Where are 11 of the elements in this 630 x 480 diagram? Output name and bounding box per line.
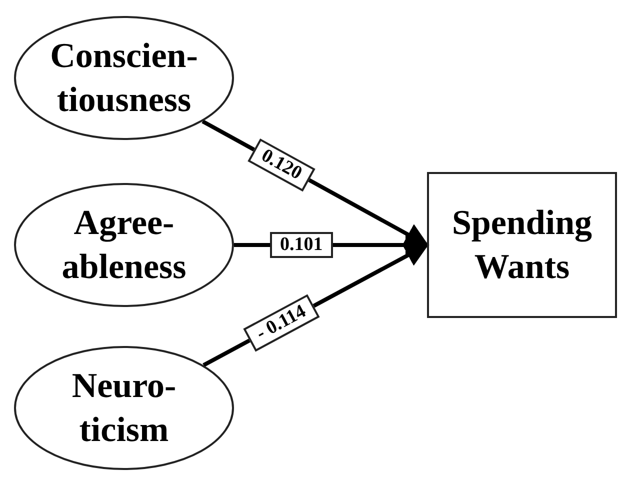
edge-label: 0.101 xyxy=(270,232,333,258)
edge-label: 0.120 xyxy=(247,138,315,192)
construct-ellipse xyxy=(14,183,234,307)
node-label: Neuro- ticism xyxy=(70,365,178,451)
edge-label: - 0.114 xyxy=(243,294,320,352)
node-label: Conscien- tiousness xyxy=(49,35,199,121)
outcome-box xyxy=(427,172,617,318)
node-label: Spending Wants xyxy=(450,202,594,288)
construct-ellipse xyxy=(14,16,234,140)
node-label: Agree- ableness xyxy=(60,202,188,288)
construct-ellipse xyxy=(14,346,234,470)
